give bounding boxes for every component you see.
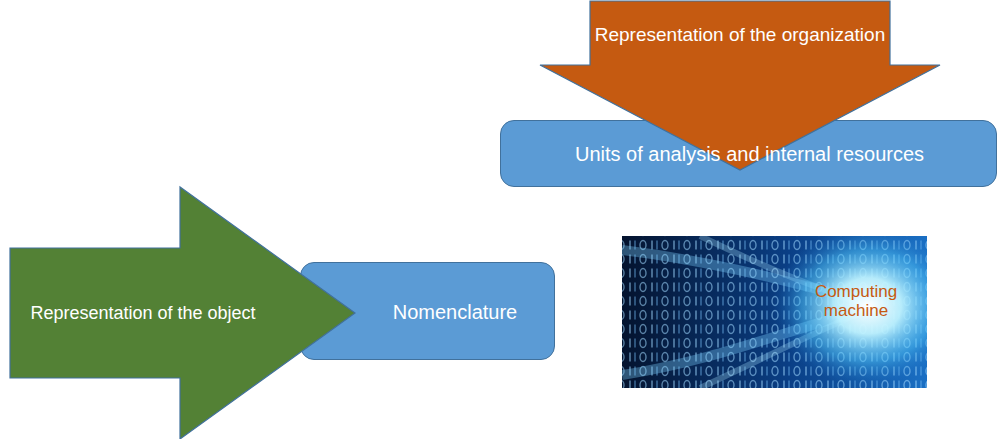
label-holder: Computing machine xyxy=(808,283,904,320)
node-text: Nomenclature xyxy=(393,301,518,324)
node-text: Representation of the organization xyxy=(595,24,885,46)
text-area: Nomenclature xyxy=(361,269,549,355)
node-text: Representation of the object xyxy=(30,303,255,324)
right-block-arrow-shape xyxy=(10,187,355,439)
text-area: Representation of the object xyxy=(18,283,268,343)
picture-label: Computing machine xyxy=(815,282,897,320)
node-text: Units of analysis and internal resources xyxy=(575,143,924,166)
text-area: Representation of the organization xyxy=(590,6,890,64)
down-block-arrow-shape xyxy=(540,1,940,170)
right-block-arrow: Representation of the object xyxy=(10,187,355,439)
